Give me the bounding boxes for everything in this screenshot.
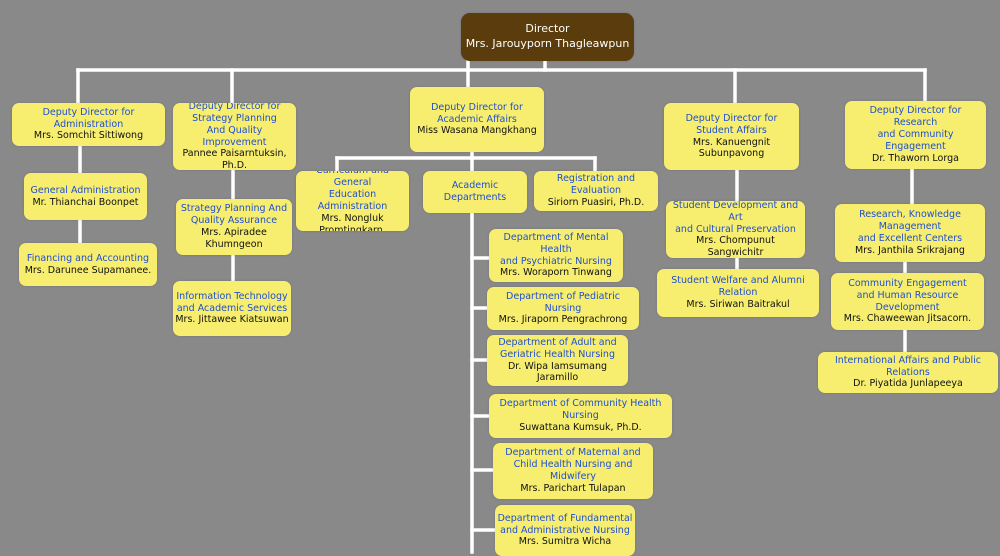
unit-research-knowledge: Research, Knowledge Management and Excel… (835, 204, 985, 262)
department-title: Department of Fundamental and Administra… (497, 512, 633, 536)
deputy-strategy-box: Deputy Director for Strategy Planning An… (173, 103, 296, 170)
department-title: Department of Adult and Geriatric Health… (498, 336, 617, 360)
deputy-research-box: Deputy Director for Research and Communi… (845, 101, 986, 169)
department-fundamental-administrative: Department of Fundamental and Administra… (495, 505, 635, 556)
unit-information-technology: Information Technology and Academic Serv… (173, 281, 291, 336)
department-head-name: Mrs. Sumitra Wicha (518, 536, 612, 548)
deputy-strategy-name: Pannee Paisarntuksin, Ph.D. (182, 148, 287, 170)
deputy-administration-title: Deputy Director for Administration (42, 106, 135, 130)
deputy-student-title: Deputy Director for Student Affairs (685, 112, 778, 136)
unit-title: General Administration (30, 184, 141, 196)
unit-strategy-planning-qa: Strategy Planning And Quality Assurance … (176, 199, 292, 255)
department-title: Department of Maternal and Child Health … (505, 447, 641, 482)
unit-registration-evaluation: Registration and Evaluation Siriorn Puas… (534, 171, 658, 211)
unit-head-name: Mrs. Jittawee Kiatsuwan (175, 314, 289, 326)
department-head-name: Mrs. Parichart Tulapan (520, 482, 626, 494)
unit-title: Academic Departments (443, 180, 507, 203)
unit-head-name: Mr. Thianchai Boonpet (32, 196, 139, 208)
unit-international-affairs: International Affairs and Public Relatio… (818, 352, 998, 393)
department-community-health: Department of Community Health Nursing S… (489, 394, 672, 438)
unit-title: Student Welfare and Alumni Relation (671, 275, 805, 299)
deputy-student-box: Deputy Director for Student Affairs Mrs.… (664, 103, 799, 170)
deputy-academic-title: Deputy Director for Academic Affairs (431, 101, 523, 125)
department-head-name: Suwattana Kumsuk, Ph.D. (519, 421, 642, 433)
department-maternal-child: Department of Maternal and Child Health … (493, 443, 653, 499)
director-title: Director (525, 22, 570, 36)
department-head-name: Mrs. Jiraporn Pengrachrong (498, 314, 628, 326)
unit-title: Research, Knowledge Management and Excel… (857, 209, 963, 244)
unit-financing-accounting: Financing and Accounting Mrs. Darunee Su… (19, 243, 157, 286)
department-mental-health: Department of Mental Health and Psychiat… (489, 229, 623, 282)
deputy-research-title: Deputy Director for Research and Communi… (869, 105, 962, 152)
deputy-academic-box: Deputy Director for Academic Affairs Mis… (410, 87, 544, 152)
unit-head-name: Mrs. Janthila Srikrajang (855, 244, 965, 256)
unit-title: Curriculum and General Education Adminis… (316, 171, 389, 212)
deputy-administration-name: Mrs. Somchit Sittiwong (33, 130, 144, 142)
unit-student-development: Student Development and Art and Cultural… (666, 201, 805, 258)
deputy-strategy-title: Deputy Director for Strategy Planning An… (188, 103, 281, 148)
department-head-name: Dr. Wipa Iamsumang Jaramillo (507, 360, 608, 384)
unit-title: Community Engagement and Human Resource … (848, 277, 967, 313)
unit-student-welfare: Student Welfare and Alumni Relation Mrs.… (657, 269, 819, 317)
department-head-name: Mrs. Woraporn Tinwang (500, 267, 612, 279)
department-pediatric: Department of Pediatric Nursing Mrs. Jir… (487, 287, 639, 330)
deputy-research-name: Dr. Thaworn Lorga (872, 152, 959, 164)
director-name: Mrs. Jarouyporn Thagleawpun (465, 37, 630, 50)
unit-head-name: Dr. Piyatida Junlapeeya (853, 378, 963, 390)
deputy-administration-box: Deputy Director for Administration Mrs. … (12, 103, 165, 146)
unit-head-name: Mrs. Chompunut Sangwichitr (696, 235, 775, 258)
unit-title: Financing and Accounting (26, 252, 150, 264)
director-box: Director Mrs. Jarouyporn Thagleawpun (461, 13, 634, 61)
unit-title: International Affairs and Public Relatio… (834, 354, 982, 378)
unit-title: Strategy Planning And Quality Assurance (180, 203, 288, 227)
unit-head-name: Mrs. Nongluk Promtingkarn. (319, 212, 386, 231)
deputy-academic-name: Miss Wasana Mangkhang (417, 125, 537, 137)
department-title: Department of Community Health Nursing (499, 398, 662, 422)
unit-head-name: Mrs. Siriwan Baitrakul (686, 298, 790, 310)
unit-curriculum: Curriculum and General Education Adminis… (296, 171, 409, 231)
unit-head-name: Mrs. Chaweewan Jitsacorn. (843, 313, 972, 325)
unit-title: Information Technology and Academic Serv… (176, 290, 288, 314)
unit-head-name: Siriorn Puasiri, Ph.D. (547, 196, 645, 208)
unit-head-name: Mrs. Darunee Supamanee. (24, 264, 152, 276)
department-title: Department of Mental Health and Psychiat… (500, 231, 612, 267)
unit-academic-departments: Academic Departments (423, 171, 527, 213)
deputy-student-name: Mrs. Kanuengnit Subunpavong (692, 136, 771, 160)
unit-community-engagement: Community Engagement and Human Resource … (831, 273, 984, 330)
unit-general-administration: General Administration Mr. Thianchai Boo… (24, 173, 147, 220)
unit-title: Registration and Evaluation (556, 173, 636, 197)
unit-title: Student Development and Art and Cultural… (672, 201, 799, 235)
unit-head-name: Mrs. Apiradee Khumngeon (201, 227, 267, 250)
department-adult-geriatric: Department of Adult and Geriatric Health… (487, 335, 628, 386)
department-title: Department of Pediatric Nursing (506, 290, 620, 314)
